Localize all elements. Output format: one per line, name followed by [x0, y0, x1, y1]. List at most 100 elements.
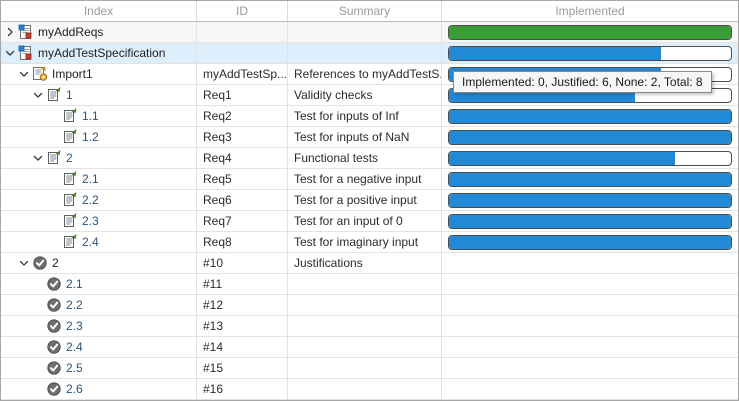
cell-id[interactable]: Req2	[197, 106, 288, 126]
cell-id[interactable]: Req8	[197, 232, 288, 252]
table-row[interactable]: 2.5#15	[1, 358, 738, 379]
cell-implemented[interactable]	[442, 148, 738, 168]
cell-implemented[interactable]	[442, 169, 738, 189]
cell-summary[interactable]	[288, 43, 442, 63]
cell-implemented[interactable]	[442, 379, 738, 399]
cell-implemented[interactable]	[442, 337, 738, 357]
cell-summary[interactable]: Test for imaginary input	[288, 232, 442, 252]
cell-summary[interactable]	[288, 22, 442, 42]
chevron-down-icon[interactable]	[31, 85, 45, 105]
chevron-down-icon[interactable]	[31, 148, 45, 168]
cell-id[interactable]: #14	[197, 337, 288, 357]
cell-summary[interactable]: Test for an input of 0	[288, 211, 442, 231]
implementation-progress-bar[interactable]	[448, 234, 732, 250]
cell-index[interactable]: 2.4	[1, 232, 197, 252]
cell-id[interactable]: #15	[197, 358, 288, 378]
cell-implemented[interactable]	[442, 232, 738, 252]
table-row[interactable]: 2.4#14	[1, 337, 738, 358]
cell-index[interactable]: 2	[1, 148, 197, 168]
cell-id[interactable]: #16	[197, 379, 288, 399]
cell-id[interactable]: #13	[197, 316, 288, 336]
cell-index[interactable]: 2.1	[1, 274, 197, 294]
cell-implemented[interactable]	[442, 127, 738, 147]
cell-index[interactable]: 1.1	[1, 106, 197, 126]
cell-index[interactable]: 2	[1, 253, 197, 273]
table-row[interactable]: myAddTestSpecification	[1, 43, 738, 64]
cell-id[interactable]: #11	[197, 274, 288, 294]
chevron-right-icon[interactable]	[3, 22, 17, 42]
implementation-progress-bar[interactable]	[448, 108, 732, 124]
cell-summary[interactable]	[288, 274, 442, 294]
cell-summary[interactable]	[288, 379, 442, 399]
chevron-down-icon[interactable]	[3, 43, 17, 63]
cell-id[interactable]: Req4	[197, 148, 288, 168]
cell-summary[interactable]: Test for inputs of NaN	[288, 127, 442, 147]
cell-implemented[interactable]	[442, 358, 738, 378]
cell-id[interactable]	[197, 22, 288, 42]
cell-id[interactable]: #12	[197, 295, 288, 315]
cell-id[interactable]: myAddTestSp...	[197, 64, 288, 84]
cell-index[interactable]: 2.6	[1, 379, 197, 399]
implementation-progress-bar[interactable]	[448, 45, 732, 61]
cell-index[interactable]: 1	[1, 85, 197, 105]
cell-id[interactable]: Req6	[197, 190, 288, 210]
cell-summary[interactable]: Test for a negative input	[288, 169, 442, 189]
column-header-summary[interactable]: Summary	[288, 1, 442, 21]
cell-id[interactable]: Req1	[197, 85, 288, 105]
cell-implemented[interactable]	[442, 274, 738, 294]
implementation-progress-bar[interactable]	[448, 150, 732, 166]
cell-implemented[interactable]	[442, 43, 738, 63]
cell-id[interactable]: #10	[197, 253, 288, 273]
cell-summary[interactable]	[288, 337, 442, 357]
implementation-progress-bar[interactable]	[448, 129, 732, 145]
table-row[interactable]: 2.6#16	[1, 379, 738, 400]
cell-implemented[interactable]	[442, 211, 738, 231]
cell-index[interactable]: 2.5	[1, 358, 197, 378]
implementation-progress-bar[interactable]	[448, 213, 732, 229]
cell-implemented[interactable]	[442, 316, 738, 336]
table-row[interactable]: 2.2#12	[1, 295, 738, 316]
cell-index[interactable]: 2.2	[1, 190, 197, 210]
chevron-down-icon[interactable]	[17, 253, 31, 273]
cell-id[interactable]: Req7	[197, 211, 288, 231]
implementation-progress-bar[interactable]	[448, 171, 732, 187]
cell-summary[interactable]	[288, 316, 442, 336]
cell-implemented[interactable]	[442, 106, 738, 126]
table-row[interactable]: 2.3#13	[1, 316, 738, 337]
cell-index[interactable]: myAddReqs	[1, 22, 197, 42]
cell-id[interactable]: Req5	[197, 169, 288, 189]
cell-implemented[interactable]	[442, 190, 738, 210]
cell-summary[interactable]: Test for a positive input	[288, 190, 442, 210]
cell-index[interactable]: myAddTestSpecification	[1, 43, 197, 63]
cell-summary[interactable]: Functional tests	[288, 148, 442, 168]
cell-summary[interactable]: References to myAddTestS...	[288, 64, 442, 84]
cell-index[interactable]: 2.2	[1, 295, 197, 315]
cell-implemented[interactable]	[442, 22, 738, 42]
column-header-implemented[interactable]: Implemented	[555, 4, 625, 18]
cell-id[interactable]	[197, 43, 288, 63]
table-row[interactable]: myAddReqs	[1, 22, 738, 43]
column-header-id[interactable]: ID	[197, 1, 288, 21]
column-header-index[interactable]: Index	[1, 1, 197, 21]
cell-summary[interactable]	[288, 358, 442, 378]
cell-index[interactable]: 1.2	[1, 127, 197, 147]
cell-index[interactable]: 2.4	[1, 337, 197, 357]
cell-index[interactable]: 2.3	[1, 316, 197, 336]
cell-summary[interactable]	[288, 295, 442, 315]
cell-id[interactable]: Req3	[197, 127, 288, 147]
cell-summary[interactable]: Justifications	[288, 253, 442, 273]
implementation-progress-bar[interactable]	[448, 192, 732, 208]
cell-implemented[interactable]	[442, 253, 738, 273]
implementation-progress-bar[interactable]	[448, 24, 732, 40]
table-row[interactable]: 2.1#11	[1, 274, 738, 295]
cell-index[interactable]: 2.1	[1, 169, 197, 189]
cell-index[interactable]: 2.3	[1, 211, 197, 231]
